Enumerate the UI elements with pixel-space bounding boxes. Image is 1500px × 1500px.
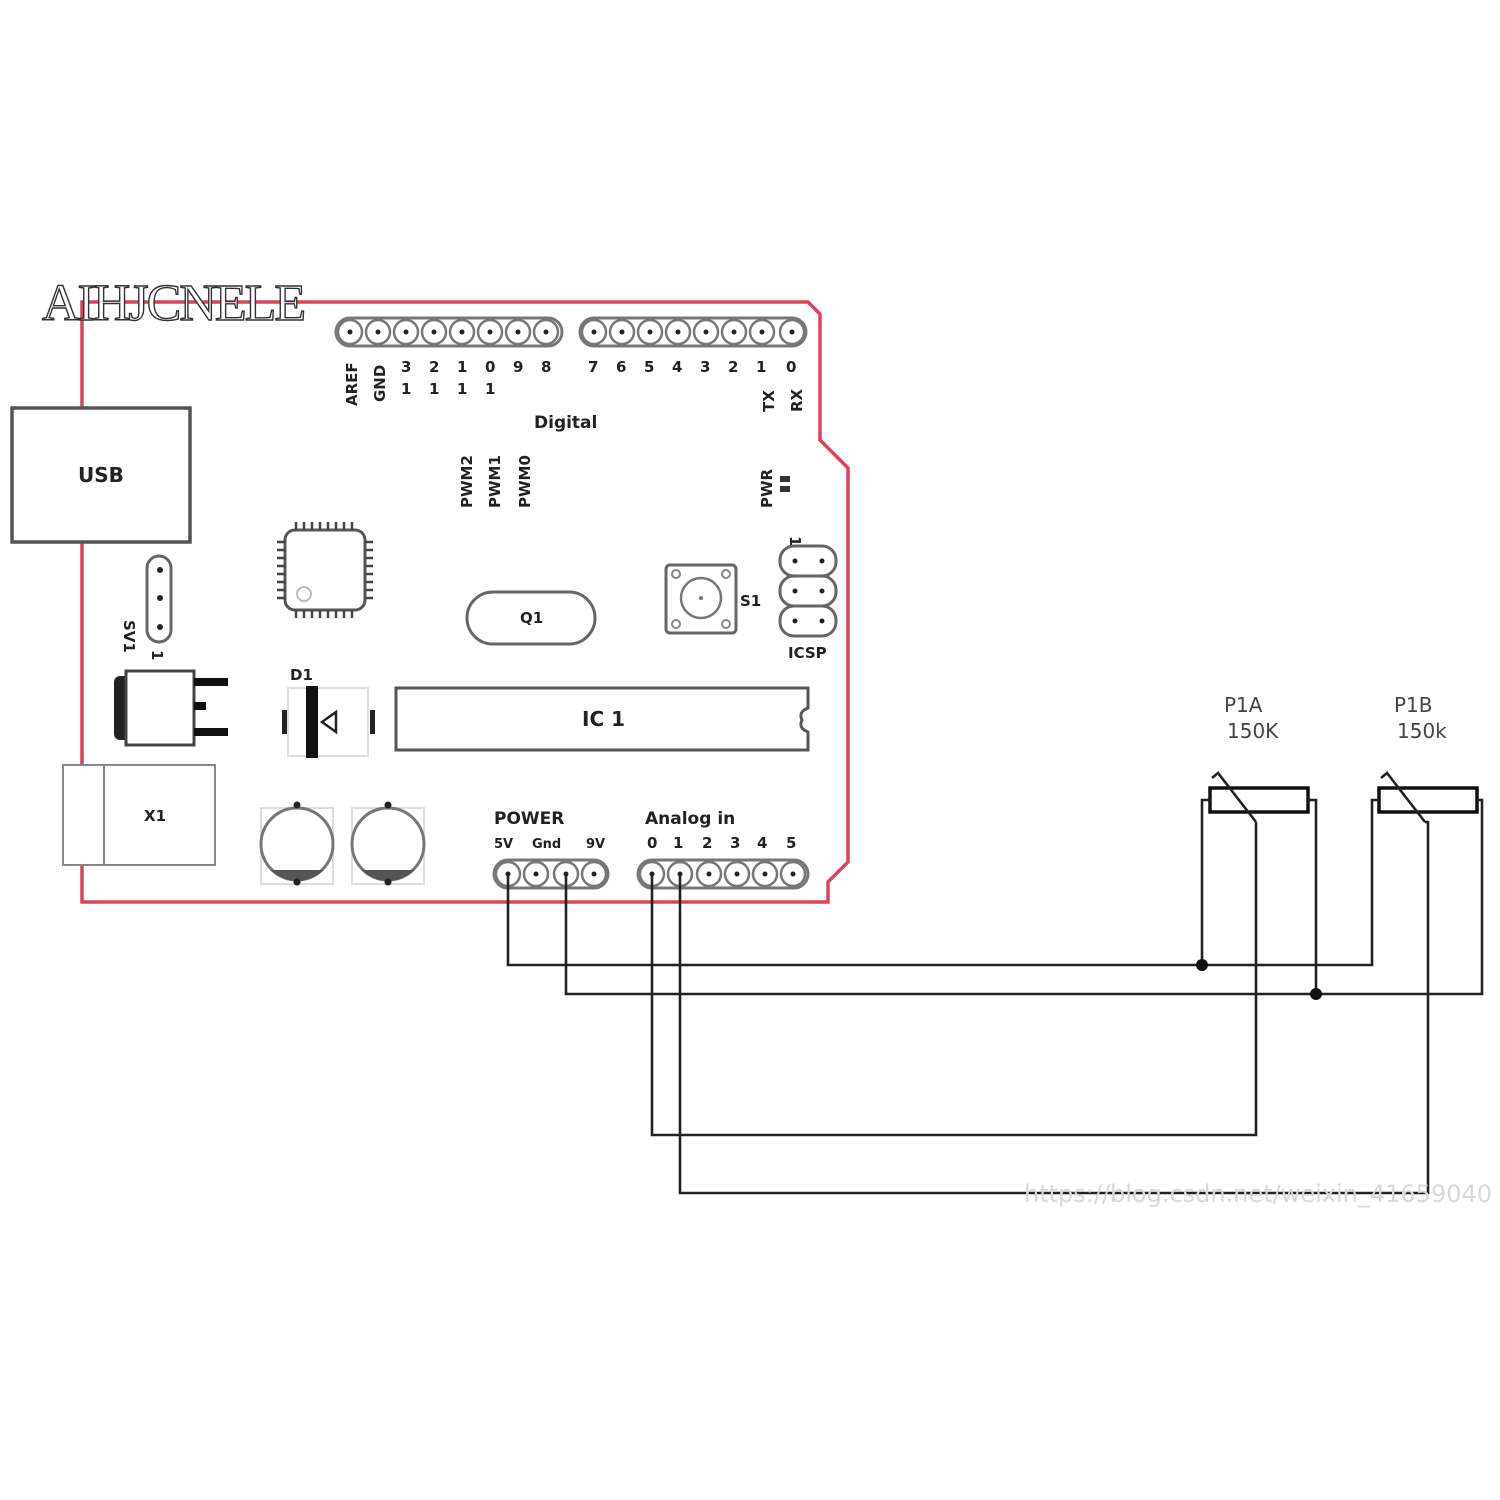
crystal-q1: Q1 xyxy=(465,590,597,646)
pot-p1b-value: 150k xyxy=(1397,719,1447,743)
pin-label-8: 8 xyxy=(541,358,551,376)
pin-label-9: 9 xyxy=(513,358,523,376)
wires xyxy=(506,798,1484,1195)
svg-text:D1: D1 xyxy=(290,666,313,684)
capacitor-1 xyxy=(259,801,335,886)
pot-p1a-name: P1A xyxy=(1224,693,1263,717)
pin-label-gnd: GND xyxy=(371,365,389,402)
icsp-header: 1 ICSP xyxy=(778,536,838,662)
svg-text:1: 1 xyxy=(457,358,467,376)
digital-title: Digital xyxy=(534,413,597,433)
pin-label-a4: 4 xyxy=(757,834,767,852)
svg-text:1: 1 xyxy=(457,380,467,398)
pin-label-0: 0 xyxy=(786,358,796,376)
pin-label-6: 6 xyxy=(616,358,626,376)
power-header xyxy=(492,858,610,890)
svg-text:1: 1 xyxy=(401,380,411,398)
watermark-brand: AIHJCNELE xyxy=(42,275,304,332)
pin-label-5v: 5V xyxy=(494,837,513,852)
pin-label-a2: 2 xyxy=(702,834,712,852)
pwm2-label: PWM2 xyxy=(458,455,476,508)
pin-label-a3: 3 xyxy=(730,834,740,852)
pin-labels-13-10: 31 21 11 01 xyxy=(401,358,495,398)
pin-label-aref: AREF xyxy=(343,362,361,406)
svg-text:SV1: SV1 xyxy=(120,620,138,653)
svg-text:2: 2 xyxy=(429,358,439,376)
pin-label-tx: TX xyxy=(760,390,778,412)
board-outline xyxy=(80,300,850,904)
analog-header xyxy=(636,858,810,890)
svg-text:Q1: Q1 xyxy=(520,609,543,627)
pin-label-1: 1 xyxy=(756,358,766,376)
pin-label-a1: 1 xyxy=(673,834,683,852)
svg-text:X1: X1 xyxy=(144,807,166,825)
pin-label-a0: 0 xyxy=(647,834,657,852)
svg-text:1: 1 xyxy=(485,380,495,398)
ic1-chip: IC 1 xyxy=(394,686,810,752)
pin-label-a5: 5 xyxy=(786,834,796,852)
pwm0-label: PWM0 xyxy=(516,455,534,508)
pin-label-9v: 9V xyxy=(586,837,605,852)
svg-text:ICSP: ICSP xyxy=(788,644,827,662)
pin-label-5: 5 xyxy=(644,358,654,376)
pin-label-7: 7 xyxy=(588,358,598,376)
svg-text:S1: S1 xyxy=(740,592,761,610)
pin-label-gnd-power: Gnd xyxy=(532,837,561,852)
potentiometer-p1a xyxy=(1208,771,1310,823)
svg-text:1: 1 xyxy=(786,536,804,546)
digital-header-left xyxy=(334,316,564,348)
capacitor-2 xyxy=(350,801,426,886)
voltage-regulator xyxy=(114,669,228,747)
pwr-led: PWR xyxy=(758,468,790,508)
watermark-url: https://blog.csdn.net/weixin_41659040 xyxy=(1024,1180,1492,1208)
analog-header-title: Analog in xyxy=(645,809,735,829)
potentiometer-p1b xyxy=(1377,771,1479,823)
pot-p1b-name: P1B xyxy=(1394,693,1433,717)
sv1-jumper: SV1 1 xyxy=(120,554,173,660)
svg-text:0: 0 xyxy=(485,358,495,376)
pot-p1a-value: 150K xyxy=(1227,719,1279,743)
power-jack-x1: X1 xyxy=(62,764,216,866)
power-header-title: POWER xyxy=(494,809,564,829)
reset-switch-s1: S1 xyxy=(664,563,761,635)
svg-text:USB: USB xyxy=(78,463,124,487)
mcu-chip xyxy=(277,522,373,618)
usb-connector: USB xyxy=(10,406,192,544)
pin-label-rx: RX xyxy=(788,388,806,412)
svg-text:1: 1 xyxy=(429,380,439,398)
svg-text:IC 1: IC 1 xyxy=(582,707,625,731)
svg-text:1: 1 xyxy=(148,650,166,660)
svg-text:3: 3 xyxy=(401,358,411,376)
pin-label-2: 2 xyxy=(728,358,738,376)
pin-label-3: 3 xyxy=(700,358,710,376)
pwm1-label: PWM1 xyxy=(486,455,504,508)
diode-d1: D1 xyxy=(282,666,375,758)
digital-header-right xyxy=(578,316,808,348)
svg-text:PWR: PWR xyxy=(758,468,776,508)
pin-label-4: 4 xyxy=(672,358,682,376)
